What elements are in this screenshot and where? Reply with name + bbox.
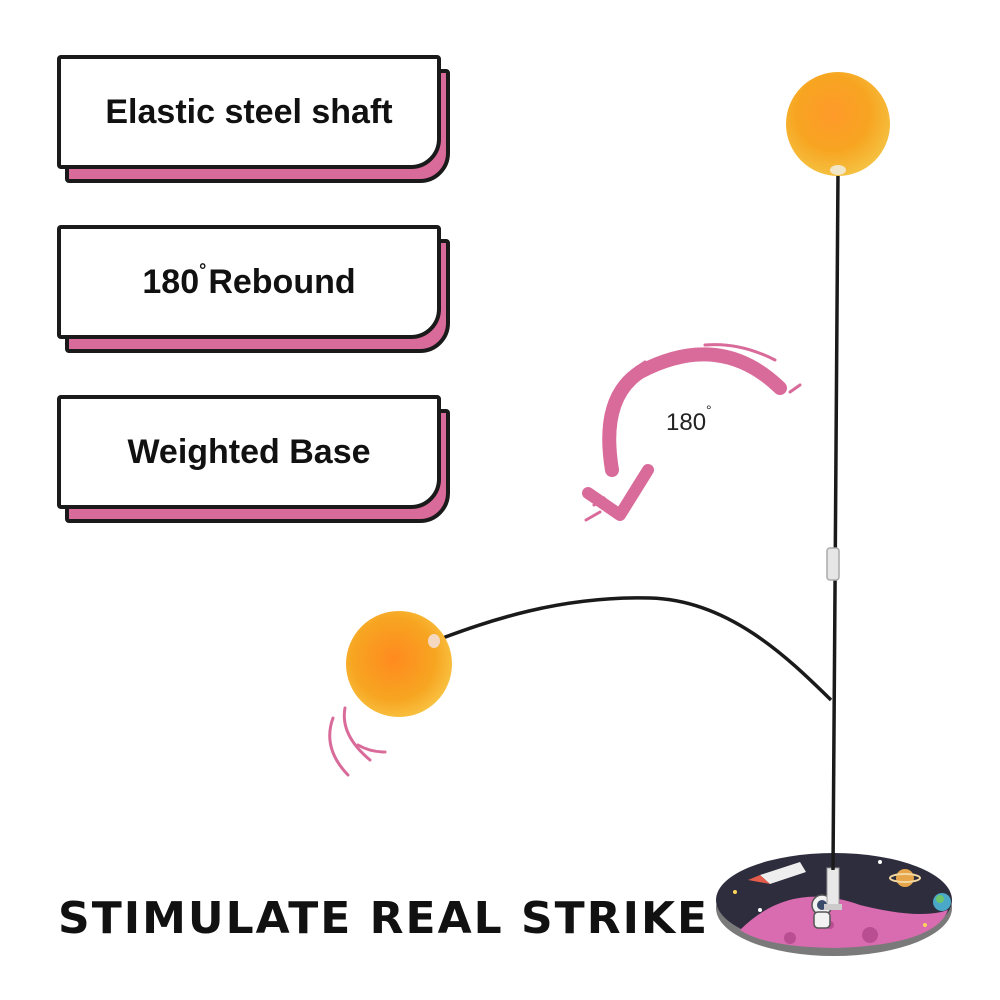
rebound-text: Rebound — [208, 262, 356, 301]
feature-card-rebound: 180°Rebound — [57, 225, 452, 353]
card-face: 180°Rebound — [57, 225, 441, 339]
rotation-number: 180 — [666, 409, 707, 436]
card-face: Weighted Base — [57, 395, 441, 509]
rotation-arrow-icon — [582, 343, 802, 522]
degree-symbol: ° — [706, 402, 712, 418]
shaft-connector — [826, 547, 840, 581]
rotation-angle-label: 180° — [666, 402, 714, 437]
bent-shaft — [431, 596, 833, 702]
swung-ball — [346, 611, 452, 717]
rebound-number: 180 — [142, 262, 200, 301]
planet-icon — [896, 869, 914, 887]
feature-label: Weighted Base — [127, 432, 371, 471]
card-face: Elastic steel shaft — [57, 55, 441, 169]
feature-card-elastic-shaft: Elastic steel shaft — [57, 55, 452, 183]
feature-card-weighted-base: Weighted Base — [57, 395, 452, 523]
feature-label: 180°Rebound — [142, 260, 356, 302]
weighted-base — [716, 853, 952, 956]
motion-lines-icon — [328, 706, 387, 777]
top-ball — [786, 72, 890, 176]
elastic-shaft — [826, 171, 840, 871]
feature-label: Elastic steel shaft — [105, 92, 393, 131]
degree-symbol: ° — [199, 260, 207, 281]
headline: Stimulate real strike — [58, 893, 710, 944]
rocket-icon — [760, 862, 806, 884]
